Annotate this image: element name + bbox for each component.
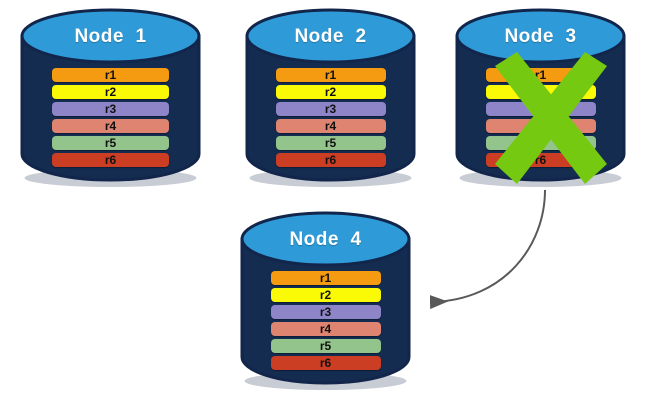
node-3-row-r5[interactable]: r5 <box>485 136 596 150</box>
node-2-row-r2[interactable]: r2 <box>275 85 386 99</box>
node-1-row-r2[interactable]: r2 <box>52 85 169 99</box>
node-4[interactable]: Node 4 r1 r2 r3 r4 r5 r6 <box>240 209 411 391</box>
node-3[interactable]: Node 3 r1 r2 r3 r4 r5 r6 <box>455 6 626 188</box>
replication-arrow-path <box>429 189 546 310</box>
node-2-row-r4[interactable]: r4 <box>275 119 386 133</box>
node-1-row-r3[interactable]: r3 <box>52 102 169 116</box>
node-4-row-r1[interactable]: r1 <box>270 271 381 285</box>
node-3-row-r1[interactable]: r1 <box>485 68 596 82</box>
node-4-row-r3[interactable]: r3 <box>270 305 381 319</box>
node-1-row-r6[interactable]: r6 <box>52 153 169 167</box>
node-2-row-r5[interactable]: r5 <box>275 136 386 150</box>
node-4-rows: r1 r2 r3 r4 r5 r6 <box>240 271 411 370</box>
node-3-row-r2[interactable]: r2 <box>485 85 596 99</box>
node-1-rows: r1 r2 r3 r4 r5 r6 <box>20 68 201 167</box>
node-3-row-r3[interactable]: r3 <box>485 102 596 116</box>
node-4-row-r5[interactable]: r5 <box>270 339 381 353</box>
node-4-row-r4[interactable]: r4 <box>270 322 381 336</box>
node-3-rows: r1 r2 r3 r4 r5 r6 <box>455 68 626 167</box>
node-1[interactable]: Node 1 r1 r2 r3 r4 r5 r6 <box>20 6 201 188</box>
node-3-row-r6[interactable]: r6 <box>485 153 596 167</box>
node-2-row-r3[interactable]: r3 <box>275 102 386 116</box>
node-2-row-r6[interactable]: r6 <box>275 153 386 167</box>
node-2-row-r1[interactable]: r1 <box>275 68 386 82</box>
node-1-row-r1[interactable]: r1 <box>52 68 169 82</box>
node-3-row-r4[interactable]: r4 <box>485 119 596 133</box>
node-4-row-r2[interactable]: r2 <box>270 288 381 302</box>
node-2-rows: r1 r2 r3 r4 r5 r6 <box>245 68 416 167</box>
node-2[interactable]: Node 2 r1 r2 r3 r4 r5 r6 <box>245 6 416 188</box>
node-4-row-r6[interactable]: r6 <box>270 356 381 370</box>
node-1-row-r4[interactable]: r4 <box>52 119 169 133</box>
node-1-row-r5[interactable]: r5 <box>52 136 169 150</box>
